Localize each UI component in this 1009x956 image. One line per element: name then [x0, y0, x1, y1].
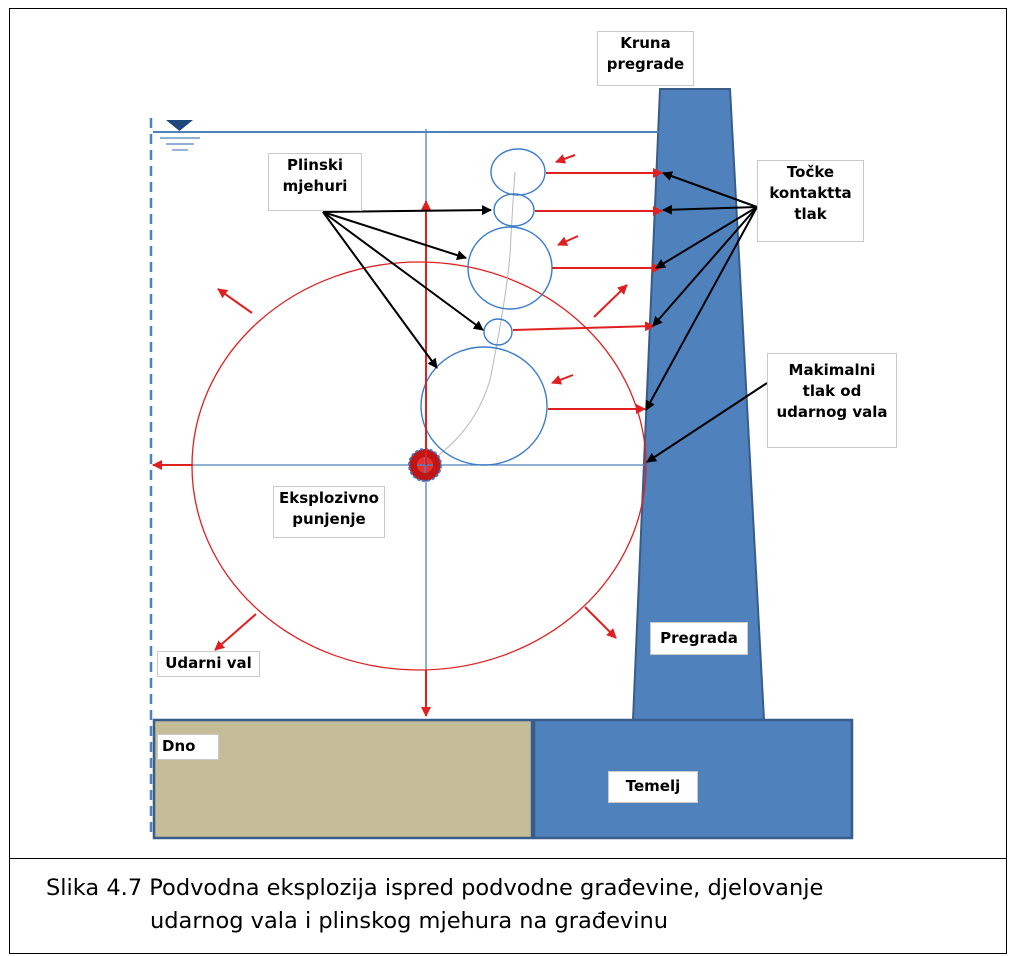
label-gas-bubbles: Plinski mjehuri [268, 153, 362, 211]
contact-point-pointer-arrows [645, 171, 758, 411]
water-level-icon [160, 120, 200, 151]
gas-bubble-pointer-arrows [322, 205, 492, 369]
gas-bubble-2 [493, 193, 535, 227]
label-dam: Pregrada [650, 622, 748, 655]
figure-frame [9, 8, 1007, 954]
gas-bubble-5 [420, 346, 548, 466]
label-crest: Kruna pregrade [597, 31, 694, 86]
label-foundation: Temelj [608, 771, 698, 803]
gas-bubble-1 [490, 148, 546, 196]
caption-divider [9, 858, 1007, 859]
gas-bubble-4 [483, 318, 513, 346]
figure-caption: Slika 4.7 Podvodna eksplozija ispred pod… [46, 872, 976, 938]
caption-line-2: udarnog vala i plinskog mjehura na građe… [150, 908, 668, 934]
label-bottom: Dno [157, 734, 219, 760]
label-contact-points: Točke kontaktta tlak [757, 160, 864, 242]
max-pressure-pointer-arrow [646, 382, 768, 463]
shock-wave-arrows [152, 154, 663, 717]
caption-line-1: Slika 4.7 Podvodna eksplozija ispred pod… [46, 875, 824, 901]
label-max-pressure: Makimalni tlak od udarnog vala [767, 353, 897, 448]
bubble-rise-path [431, 171, 516, 461]
gas-bubble-3 [467, 226, 553, 310]
label-explosive-charge: Eksplozivno punjenje [273, 486, 385, 538]
label-shock-wave: Udarni val [157, 651, 260, 677]
